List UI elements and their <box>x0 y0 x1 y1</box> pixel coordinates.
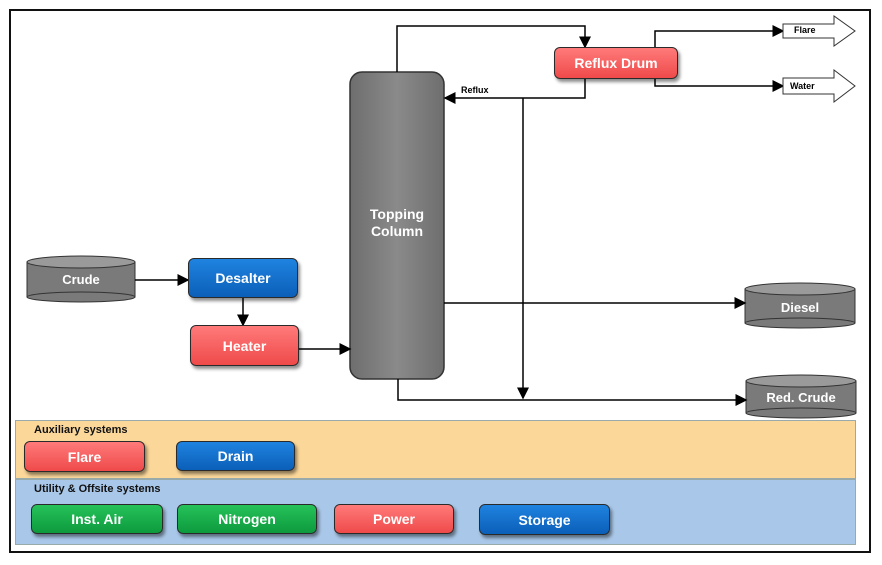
utility-systems-title: Utility & Offsite systems <box>34 483 161 495</box>
water-outlet-label: Water <box>790 81 815 91</box>
flare-outlet-arrow <box>782 15 856 47</box>
crude-tank-label: Crude <box>62 272 100 287</box>
util-inst-air-button[interactable]: Inst. Air <box>31 504 163 534</box>
flare-outlet-label: Flare <box>794 25 816 35</box>
column-label-line1: Topping <box>369 206 425 222</box>
auxiliary-systems-title: Auxiliary systems <box>34 424 128 436</box>
auxiliary-systems-band: Auxiliary systems <box>15 420 856 479</box>
column-label-line2: Column <box>370 223 424 239</box>
reflux-drum-unit[interactable]: Reflux Drum <box>554 47 678 79</box>
diesel-tank-label: Diesel <box>780 300 820 315</box>
util-nitrogen-button[interactable]: Nitrogen <box>177 504 317 534</box>
red-crude-tank-label: Red. Crude <box>766 390 836 405</box>
crude-tank <box>26 255 136 303</box>
util-storage-button[interactable]: Storage <box>479 504 610 535</box>
diesel-tank <box>744 282 856 329</box>
aux-flare-button[interactable]: Flare <box>24 441 145 472</box>
topping-column-label: Topping Column <box>350 206 444 240</box>
desalter-unit[interactable]: Desalter <box>188 258 298 298</box>
heater-unit[interactable]: Heater <box>190 325 299 366</box>
util-power-button[interactable]: Power <box>334 504 454 534</box>
reflux-label: Reflux <box>461 85 489 95</box>
aux-drain-button[interactable]: Drain <box>176 441 295 471</box>
water-outlet-arrow <box>782 68 856 104</box>
red-crude-tank <box>745 374 857 419</box>
